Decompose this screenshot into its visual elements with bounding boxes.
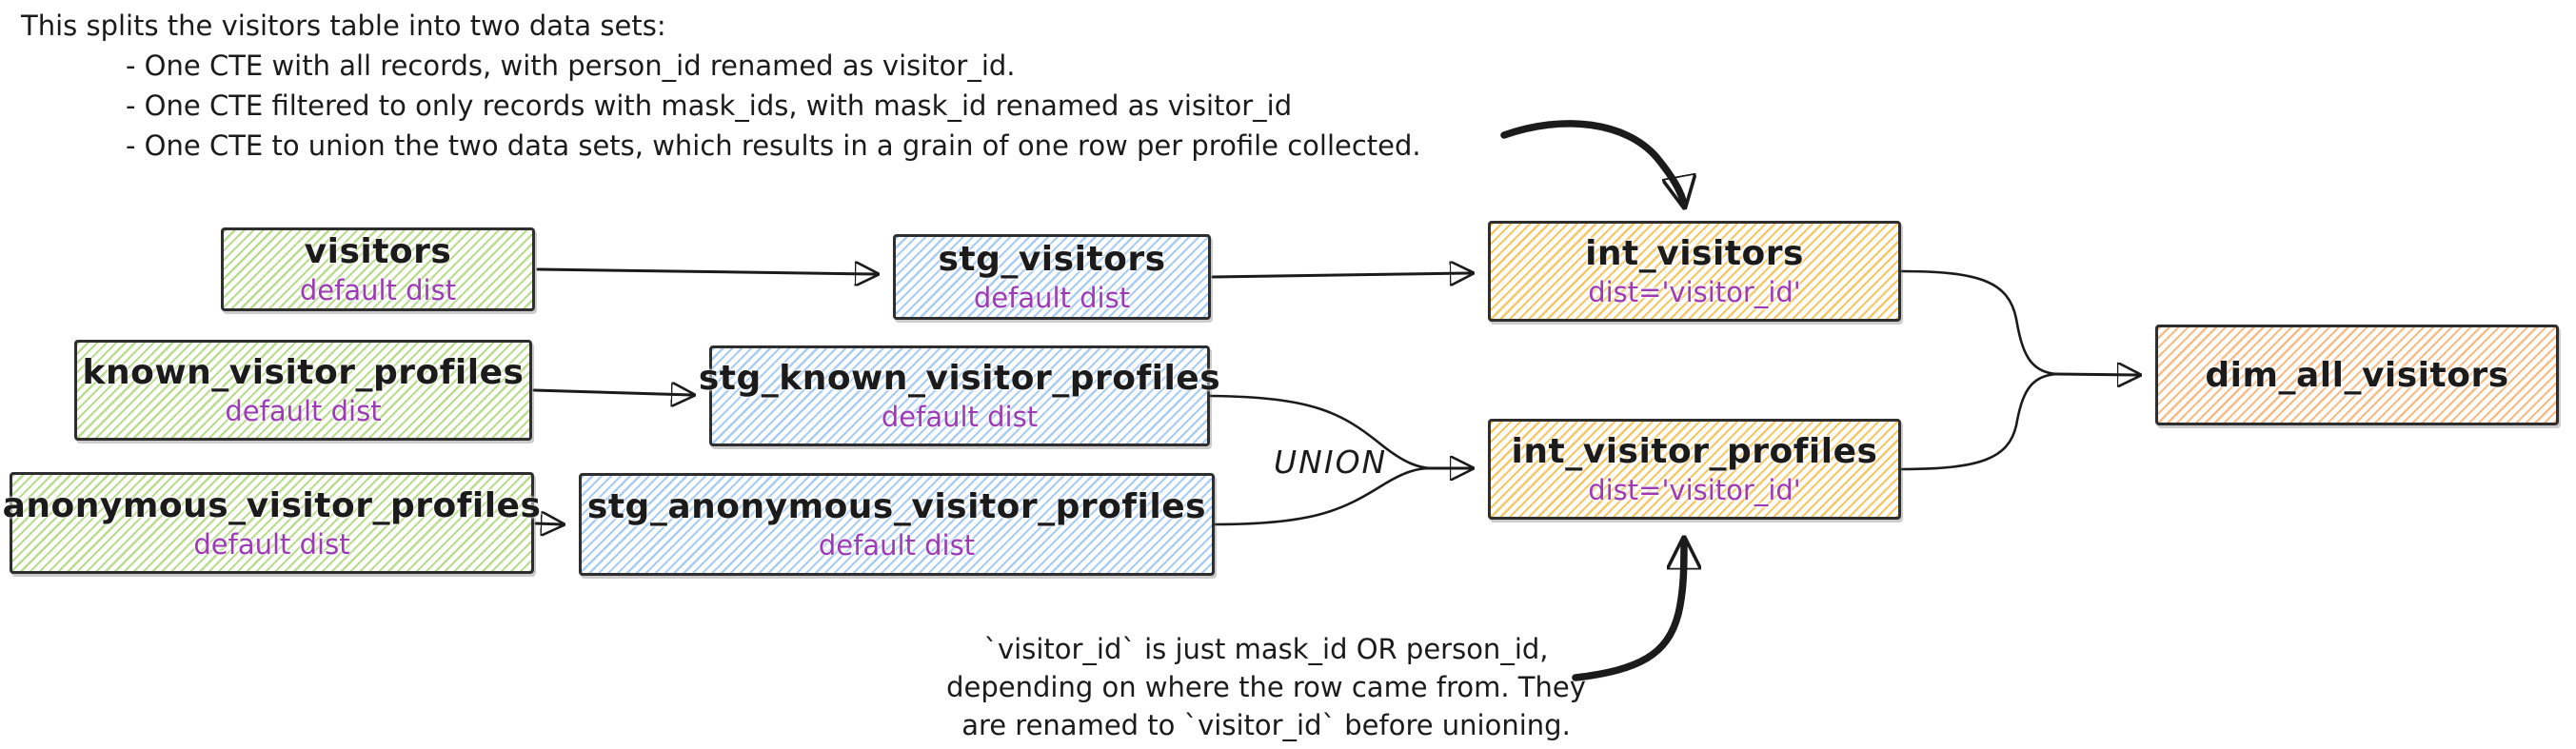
node-subtitle: default dist xyxy=(818,529,976,562)
arrow-known-to-stg-known xyxy=(532,390,692,395)
node-subtitle: default dist xyxy=(193,527,350,561)
node-title: stg_known_visitor_profiles xyxy=(698,359,1221,398)
bottom-annotation-note: `visitor_id` is just mask_id OR person_i… xyxy=(933,630,1599,744)
node-stg-visitors[interactable]: stg_visitors default dist xyxy=(893,234,1211,320)
union-edge-label: UNION xyxy=(1274,443,1388,481)
node-visitors[interactable]: visitors default dist xyxy=(221,227,535,311)
node-title: int_visitor_profiles xyxy=(1511,432,1878,471)
node-anonymous-visitor-profiles[interactable]: anonymous_visitor_profiles default dist xyxy=(3,472,541,574)
node-int-visitors[interactable]: int_visitors dist='visitor_id' xyxy=(1488,221,1901,322)
node-subtitle: default dist xyxy=(225,395,382,427)
node-title: int_visitors xyxy=(1585,234,1804,273)
arrow-merge-to-dim-all-visitors xyxy=(2052,374,2138,375)
node-dim-all-visitors[interactable]: dim_all_visitors xyxy=(2155,325,2559,425)
node-title: stg_visitors xyxy=(938,240,1166,279)
bottom-note-line-3: are renamed to `visitor_id` before union… xyxy=(961,709,1571,741)
node-stg-anonymous-visitor-profiles[interactable]: stg_anonymous_visitor_profiles default d… xyxy=(579,473,1215,576)
arrow-visitors-to-stg-visitors xyxy=(536,269,876,274)
node-stg-known-visitor-profiles[interactable]: stg_known_visitor_profiles default dist xyxy=(699,345,1220,446)
node-subtitle: dist='visitor_id' xyxy=(1588,474,1801,506)
node-int-visitor-profiles[interactable]: int_visitor_profiles dist='visitor_id' xyxy=(1488,419,1901,520)
top-note-intro: This splits the visitors table into two … xyxy=(21,10,666,42)
node-title: anonymous_visitor_profiles xyxy=(2,485,542,525)
merge-curve-from-int-visitor-profiles xyxy=(1899,372,2060,471)
node-subtitle: default dist xyxy=(881,401,1039,433)
top-note-bullet-1: - One CTE with all records, with person_… xyxy=(126,49,1016,82)
top-note-bullet-2: - One CTE filtered to only records with … xyxy=(126,89,1293,122)
node-subtitle: default dist xyxy=(299,274,457,306)
node-subtitle: default dist xyxy=(973,282,1131,314)
node-subtitle: dist='visitor_id' xyxy=(1588,276,1801,308)
node-title: stg_anonymous_visitor_profiles xyxy=(586,487,1207,526)
top-annotation-note: This splits the visitors table into two … xyxy=(21,6,1421,166)
node-title: dim_all_visitors xyxy=(2205,355,2509,395)
merge-curve-from-int-visitors xyxy=(1899,269,2060,376)
bottom-note-line-2: depending on where the row came from. Th… xyxy=(946,671,1586,703)
annotation-arrow-top-note-to-int-visitors xyxy=(1500,120,1684,205)
arrow-stg-visitors-to-int-visitors xyxy=(1211,273,1471,277)
node-known-visitor-profiles[interactable]: known_visitor_profiles default dist xyxy=(74,340,532,441)
node-title: known_visitor_profiles xyxy=(82,353,525,392)
top-note-bullet-3: - One CTE to union the two data sets, wh… xyxy=(126,129,1421,162)
node-title: visitors xyxy=(304,232,452,271)
bottom-note-line-1: `visitor_id` is just mask_id OR person_i… xyxy=(983,633,1549,665)
